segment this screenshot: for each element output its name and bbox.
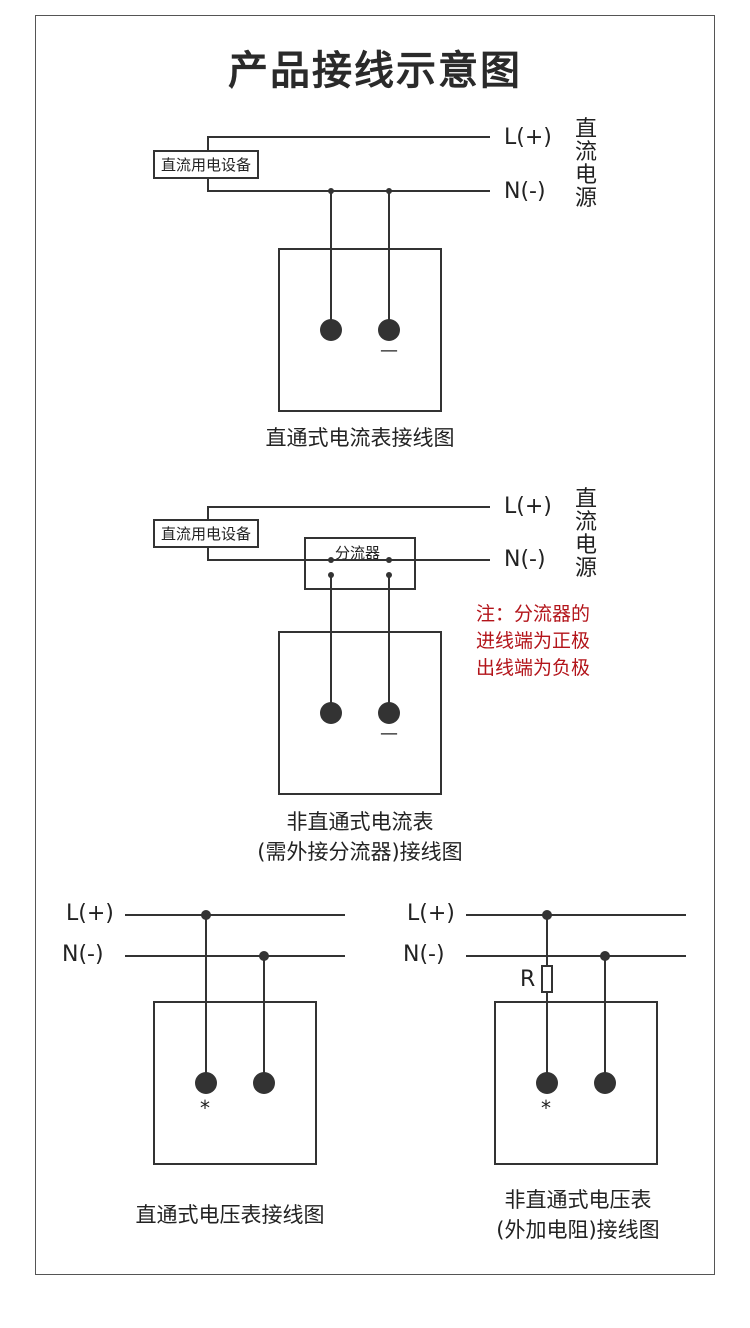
- d2-junction-left-out: [328, 572, 334, 578]
- d1-minus-sign: —: [380, 340, 398, 361]
- d1-neutral-wire: [207, 178, 490, 192]
- d2-neutral-label: N(-): [504, 547, 546, 572]
- d1-source-char: 电: [574, 163, 597, 188]
- d2-source-char: 电: [574, 533, 597, 558]
- d2-terminal-left: [320, 702, 342, 724]
- d2-caption-line: 非直通式电流表: [286, 810, 434, 834]
- d2-terminal-right: [378, 702, 400, 724]
- d3-neutral-label: N(-): [62, 942, 104, 967]
- d1-neutral-label: N(-): [504, 179, 546, 204]
- d3-terminal-right: [253, 1072, 275, 1094]
- d1-device-box: 直流用电设备: [153, 150, 260, 179]
- d4-caption-line: (外加电阻)接线图: [496, 1218, 660, 1242]
- d2-source-char: 源: [574, 556, 597, 581]
- d2-caption-line: (需外接分流器)接线图: [257, 840, 463, 864]
- d2-live-label: L(+): [504, 494, 552, 519]
- d4-resistor-label: R: [520, 967, 536, 992]
- d4-caption: 非直通式电压表 (外加电阻)接线图: [428, 1185, 728, 1245]
- d4-terminal-left: [536, 1072, 558, 1094]
- diagram-frame: [35, 15, 715, 1275]
- d3-junction-live: [201, 910, 211, 920]
- d1-terminal-left: [320, 319, 342, 341]
- d4-caption-line: 非直通式电压表: [504, 1188, 652, 1212]
- d1-junction-left: [328, 188, 334, 194]
- d4-junction-neutral: [600, 951, 610, 961]
- d2-source-char: 直: [574, 487, 597, 512]
- d2-junction-left: [328, 557, 334, 563]
- d2-source-char: 流: [574, 510, 597, 535]
- d1-live-label: L(+): [504, 125, 552, 150]
- d4-resistor: [541, 965, 553, 993]
- note-line: 出线端为负极: [476, 657, 591, 679]
- d4-meter-box: [494, 1001, 658, 1165]
- d1-source-char: 流: [574, 140, 597, 165]
- d1-meter-box: [278, 248, 442, 412]
- d4-live-label: L(+): [407, 901, 455, 926]
- d2-junction-right: [386, 557, 392, 563]
- d3-meter-box: [153, 1001, 317, 1165]
- note-line: 进线端为正极: [476, 630, 591, 652]
- d3-caption: 直通式电压表接线图: [135, 1203, 325, 1227]
- d4-terminal-right: [594, 1072, 616, 1094]
- d1-source-char: 源: [574, 186, 597, 211]
- note-line: 注：分流器的: [476, 603, 591, 625]
- d3-terminal-left: [195, 1072, 217, 1094]
- d2-device-box: 直流用电设备: [153, 519, 260, 548]
- d1-source-label: 直 流 电 源: [574, 118, 598, 210]
- d4-neutral-label: N(-): [403, 942, 445, 967]
- d2-meter-box: [278, 631, 442, 795]
- d2-neutral-wire: [207, 546, 490, 561]
- d4-star-mark: *: [541, 1096, 551, 1120]
- page-title: 产品接线示意图: [228, 48, 522, 94]
- d1-terminal-right: [378, 319, 400, 341]
- d1-live-wire: [207, 136, 490, 152]
- d1-junction-right: [386, 188, 392, 194]
- d2-source-label: 直 流 电 源: [574, 488, 598, 580]
- d4-junction-live: [542, 910, 552, 920]
- d2-junction-right-out: [386, 572, 392, 578]
- d1-caption: 直通式电流表接线图: [265, 426, 455, 450]
- d3-junction-neutral: [259, 951, 269, 961]
- d2-minus-sign: —: [380, 723, 398, 744]
- d2-shunt-box: [304, 537, 416, 590]
- d2-live-wire: [207, 506, 490, 520]
- d3-star-mark: *: [200, 1096, 210, 1120]
- d3-live-label: L(+): [66, 901, 114, 926]
- d1-source-char: 直: [574, 117, 597, 142]
- d2-shunt-label: 分流器: [335, 544, 381, 562]
- d2-shunt-note: 注：分流器的 进线端为正极 出线端为负极: [476, 601, 590, 682]
- d2-caption: 非直通式电流表 (需外接分流器)接线图: [200, 807, 520, 867]
